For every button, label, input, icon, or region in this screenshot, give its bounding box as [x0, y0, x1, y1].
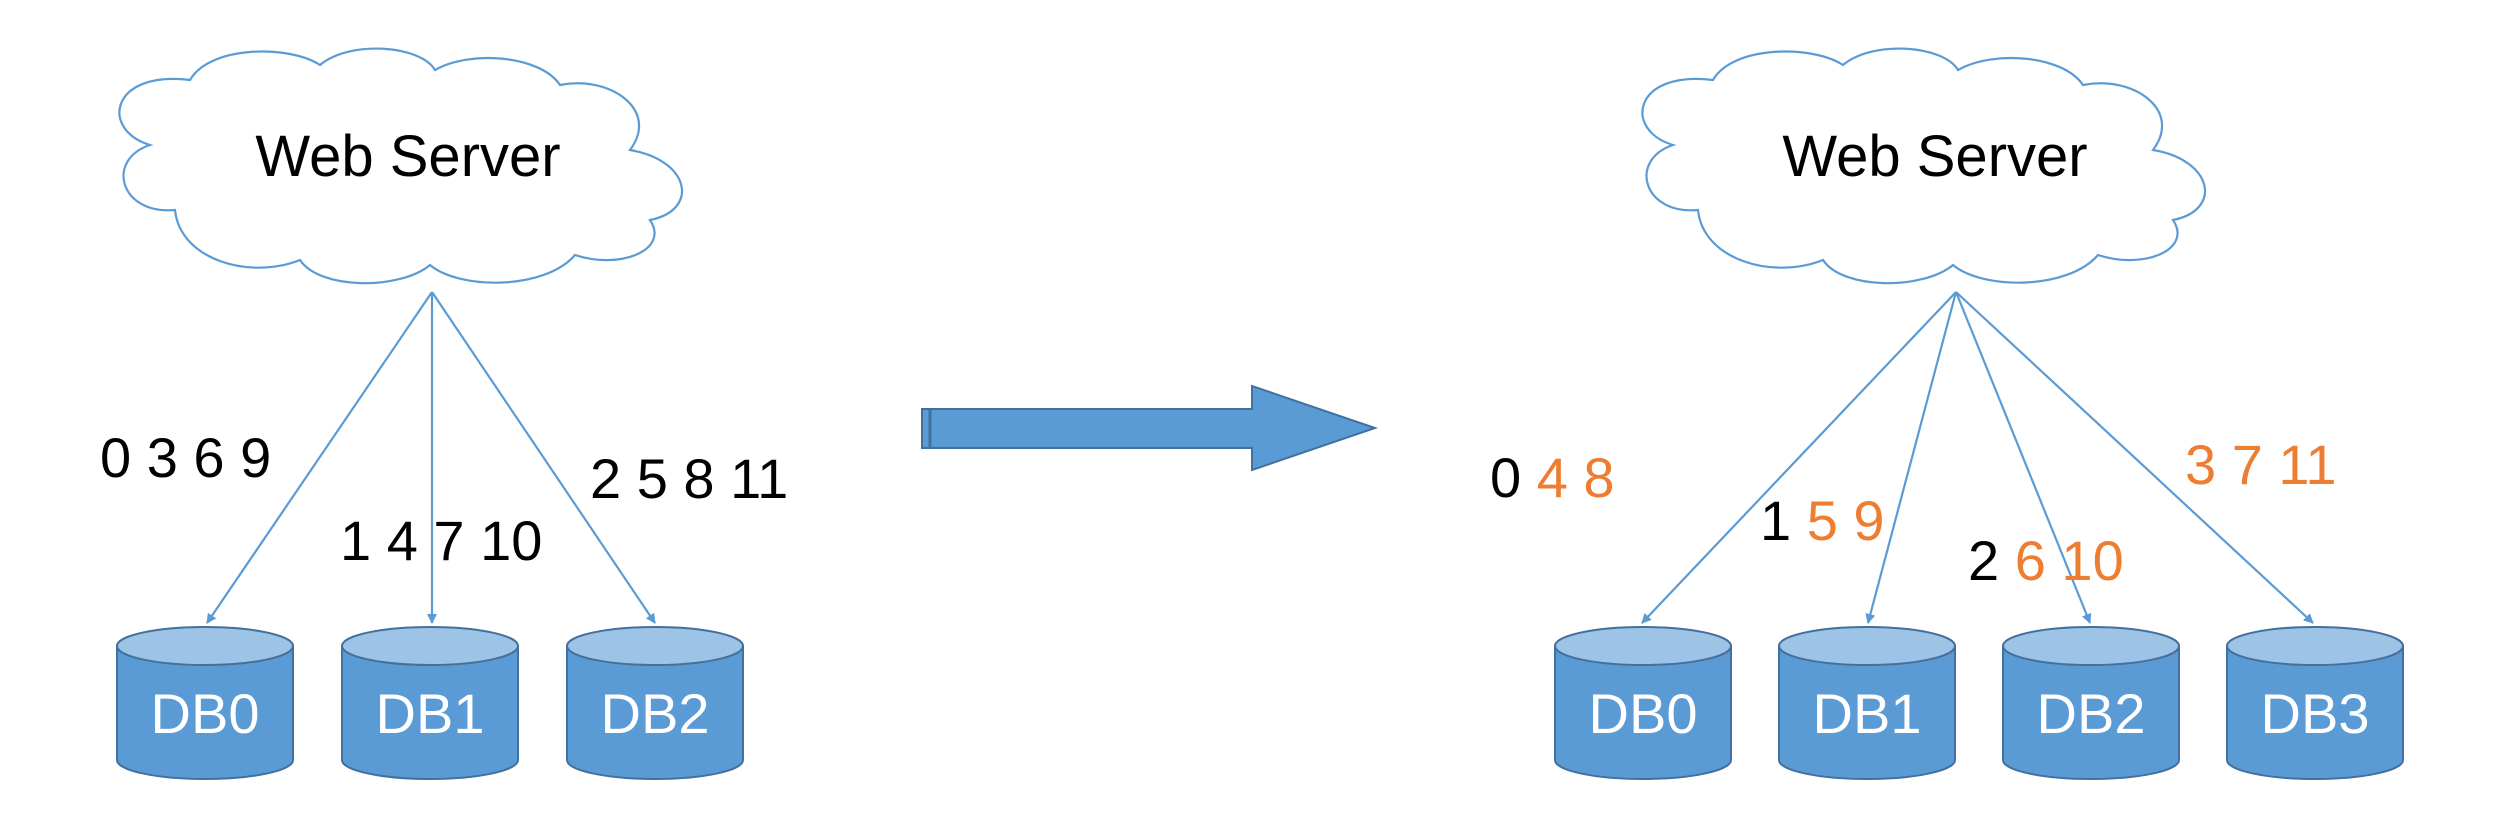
database-icon — [116, 645, 294, 780]
right-db3-label: DB3 — [2261, 682, 2370, 745]
right-arrow-db3 — [1955, 291, 2314, 624]
left-db0: DB0 — [116, 626, 294, 780]
left-group-db2: 2 5 8 11 — [590, 447, 788, 510]
right-web-server-cloud: Web Server — [1641, 47, 2206, 285]
left-db1-label: DB1 — [376, 682, 485, 745]
database-icon — [1554, 645, 1732, 780]
right-db0-label: DB0 — [1589, 682, 1698, 745]
left-group-db1: 1 4 7 10 — [340, 509, 542, 572]
left-server-label: Web Server — [255, 124, 560, 189]
left-web-server-cloud: Web Server — [118, 47, 683, 285]
cloud-icon — [1641, 47, 2206, 285]
database-icon — [566, 645, 744, 780]
right-arrow-db1 — [1865, 291, 1958, 624]
right-group-db0: 0 4 8 — [1490, 446, 1615, 509]
left-db1: DB1 — [341, 626, 519, 780]
transition-arrow — [921, 384, 1379, 472]
right-db2-label: DB2 — [2037, 682, 2146, 745]
database-icon — [2226, 645, 2404, 780]
database-icon — [2002, 645, 2180, 780]
left-arrow-db0 — [206, 291, 433, 624]
left-group-db0: 0 3 6 9 — [100, 426, 271, 489]
right-panel: Web Server 0 4 8 1 5 9 2 6 10 3 7 11 DB0… — [1490, 47, 2404, 780]
left-db0-label: DB0 — [151, 682, 260, 745]
right-group-db1: 1 5 9 — [1760, 489, 1885, 552]
right-server-label: Web Server — [1782, 124, 2087, 189]
left-arrow-db2 — [431, 291, 656, 624]
right-db1-label: DB1 — [1813, 682, 1922, 745]
right-db1: DB1 — [1778, 626, 1956, 780]
database-icon — [1778, 645, 1956, 780]
cloud-icon — [118, 47, 683, 285]
right-arrow-db0 — [1641, 291, 1957, 624]
left-panel: Web Server 0 3 6 9 1 4 7 10 2 5 8 11 DB0… — [100, 47, 788, 780]
right-db2: DB2 — [2002, 626, 2180, 780]
right-db0: DB0 — [1554, 626, 1732, 780]
left-db2: DB2 — [566, 626, 744, 780]
right-arrow-icon — [921, 384, 1379, 472]
right-db3: DB3 — [2226, 626, 2404, 780]
right-group-db2: 2 6 10 — [1968, 529, 2124, 592]
right-arrow-db2 — [1954, 291, 2092, 624]
left-db2-label: DB2 — [601, 682, 710, 745]
database-icon — [341, 645, 519, 780]
right-group-db3: 3 7 11 — [2185, 433, 2337, 496]
